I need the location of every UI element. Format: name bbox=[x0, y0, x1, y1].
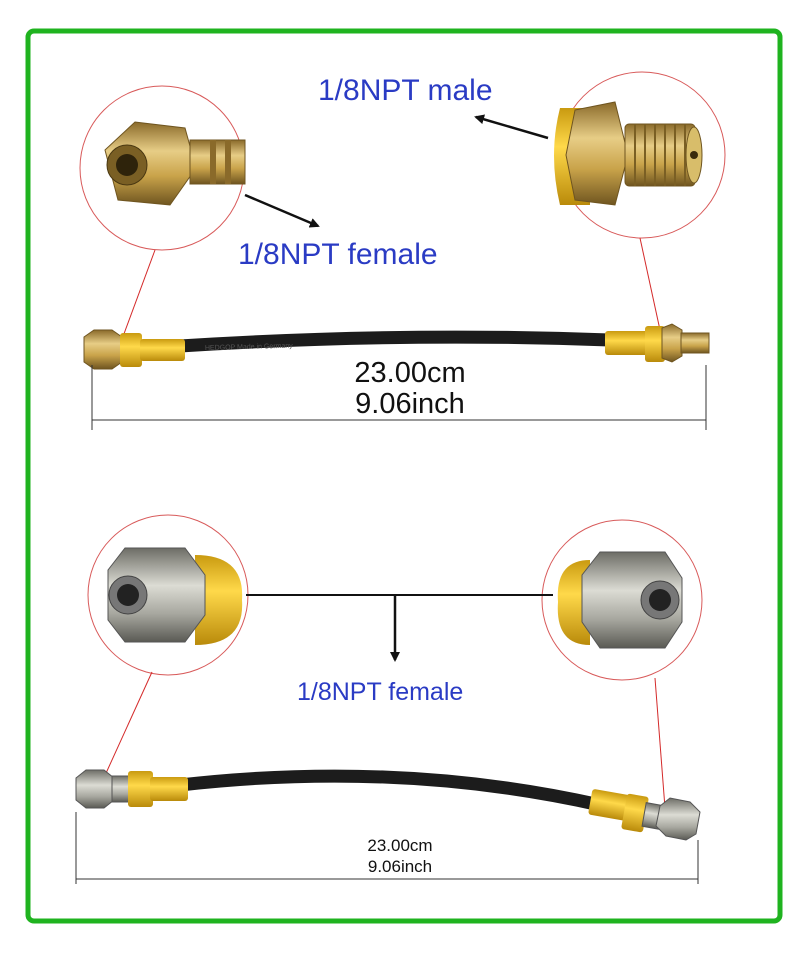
label-female-top: 1/8NPT female bbox=[238, 238, 438, 271]
zoom-female-top-circle bbox=[79, 85, 246, 251]
zoom-female-bottom-left-circle bbox=[87, 514, 249, 676]
bottom-cable bbox=[173, 769, 607, 812]
callout-line-male-top bbox=[639, 237, 661, 331]
top-hose-assembly: HEDGOP Made in Germany bbox=[83, 323, 710, 370]
arrow-to-male-label bbox=[474, 114, 549, 140]
arrow-to-female-label bbox=[244, 193, 320, 228]
callout-line-bottom-right bbox=[654, 677, 666, 809]
zoom-female-bottom-right-circle bbox=[541, 519, 703, 681]
bottom-length-cm: 23.00cm bbox=[367, 836, 433, 855]
top-cable bbox=[173, 330, 617, 353]
top-length-inch: 9.06inch bbox=[355, 388, 465, 420]
top-length-cm: 23.00cm bbox=[354, 357, 466, 389]
cable-print-text: HEDGOP Made in Germany bbox=[205, 343, 293, 352]
top-dimension-line bbox=[91, 365, 707, 430]
green-frame bbox=[25, 28, 783, 924]
bottom-hose-assembly bbox=[75, 769, 701, 841]
zoom-male-top-circle bbox=[554, 71, 726, 239]
label-male-top: 1/8NPT male bbox=[318, 74, 493, 107]
bottom-length-inch: 9.06inch bbox=[367, 857, 433, 876]
label-female-bottom: 1/8NPT female bbox=[297, 678, 464, 706]
bottom-dimension-line bbox=[75, 812, 699, 884]
callout-line-bottom-left bbox=[101, 671, 153, 783]
